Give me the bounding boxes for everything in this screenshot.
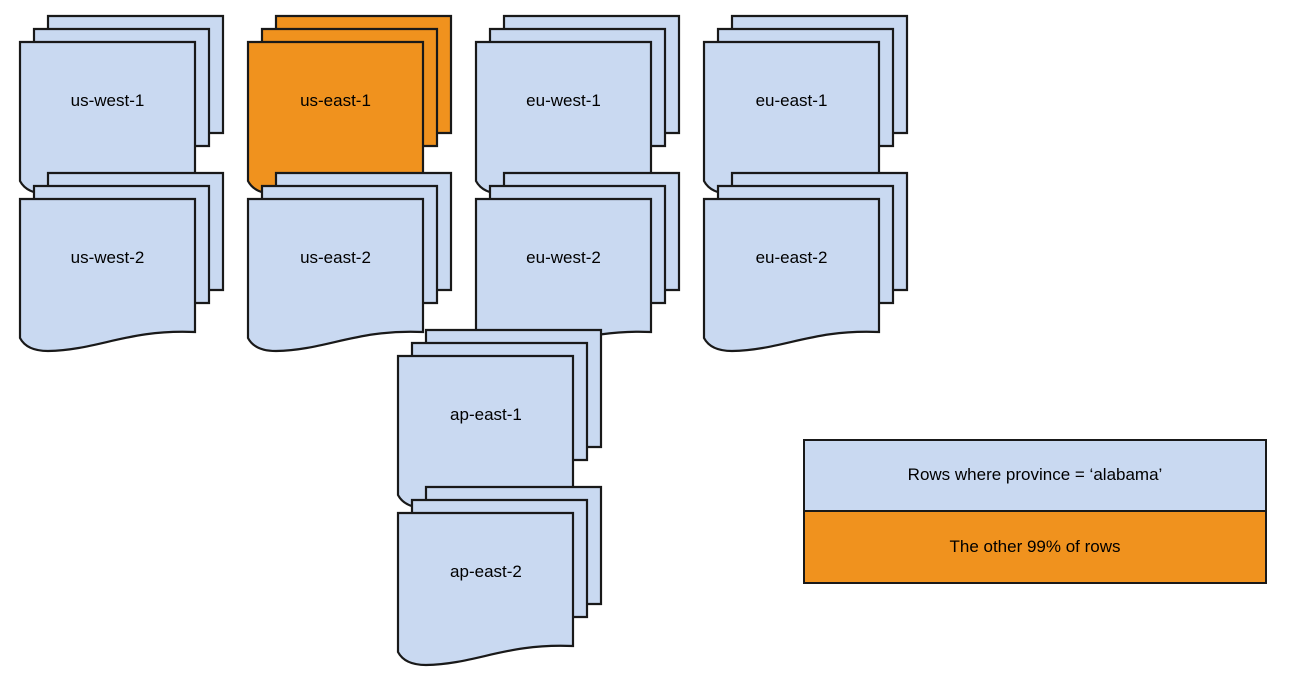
- legend-label: Rows where province = ‘alabama’: [907, 465, 1163, 485]
- document-stack-eu-east-1[interactable]: [700, 12, 911, 205]
- legend-label: The other 99% of rows: [949, 536, 1121, 556]
- document-sheet: [702, 197, 881, 353]
- document-stack-ap-east-2[interactable]: [394, 483, 605, 676]
- document-stack-us-east-2[interactable]: [244, 169, 455, 362]
- document-stack-eu-west-1[interactable]: [472, 12, 683, 205]
- legend-row-legend-orange: The other 99% of rows: [805, 511, 1265, 582]
- legend: Rows where province = ‘alabama’ The other…: [803, 439, 1267, 584]
- document-stack-us-east-1[interactable]: [244, 12, 455, 205]
- document-stack-eu-east-2[interactable]: [700, 169, 911, 362]
- document-stack-ap-east-1[interactable]: [394, 326, 605, 519]
- document-sheet: [246, 197, 425, 353]
- document-sheet: [397, 511, 575, 667]
- legend-row-legend-blue: Rows where province = ‘alabama’: [805, 441, 1265, 512]
- document-stack-eu-west-2[interactable]: [472, 169, 683, 362]
- document-stack-us-west-2[interactable]: [16, 169, 227, 362]
- document-stack-us-west-1[interactable]: [16, 12, 227, 205]
- document-sheet: [18, 197, 197, 353]
